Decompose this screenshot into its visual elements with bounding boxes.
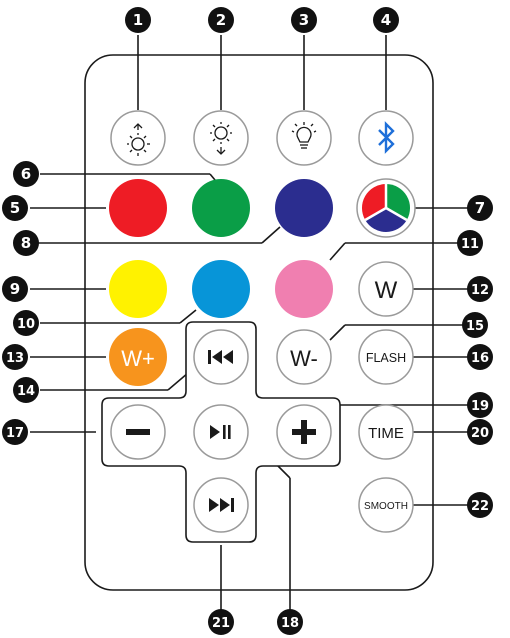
callout-label: 20 xyxy=(471,426,489,441)
callout-label: 14 xyxy=(17,384,35,399)
w-plus-label: W+ xyxy=(121,346,155,371)
callout-4: 4 xyxy=(373,7,399,33)
callout-label: 2 xyxy=(216,11,226,29)
play-pause-button[interactable] xyxy=(193,404,249,460)
red-button[interactable] xyxy=(109,179,167,237)
callout-label: 21 xyxy=(212,616,230,631)
callout-11: 11 xyxy=(457,230,483,256)
callout-label: 12 xyxy=(471,283,489,298)
callout-21: 21 xyxy=(208,609,234,635)
brightness-down-button[interactable] xyxy=(193,110,249,166)
rgb-cycle-button[interactable] xyxy=(356,178,416,238)
bluetooth-icon xyxy=(378,121,395,154)
time-label: TIME xyxy=(368,425,404,442)
callout-13: 13 xyxy=(2,344,28,370)
callout-label: 4 xyxy=(381,11,391,29)
callout-20: 20 xyxy=(467,419,493,445)
callout-label: 22 xyxy=(471,499,489,514)
bulb-button[interactable] xyxy=(276,110,332,166)
callout-19: 19 xyxy=(467,392,493,418)
callout-3: 3 xyxy=(291,7,317,33)
callout-label: 10 xyxy=(17,317,35,332)
callout-1: 1 xyxy=(125,7,151,33)
w-plus-button[interactable]: W+ xyxy=(109,328,167,386)
w-button[interactable]: W xyxy=(358,261,414,317)
yellow-button[interactable] xyxy=(109,260,167,318)
callout-5: 5 xyxy=(2,195,28,221)
callout-label: 13 xyxy=(6,351,24,366)
callout-8: 8 xyxy=(13,230,39,256)
w-label: W xyxy=(375,277,398,304)
flash-label: FLASH xyxy=(366,351,406,365)
smooth-label: SMOOTH xyxy=(364,501,408,512)
w-minus-button[interactable]: W- xyxy=(276,329,332,385)
callout-17: 17 xyxy=(2,419,28,445)
pink-button[interactable] xyxy=(275,260,333,318)
skip-back-icon xyxy=(208,350,233,364)
brightness-up-button[interactable] xyxy=(110,110,166,166)
callout-16: 16 xyxy=(467,344,493,370)
callout-22: 22 xyxy=(467,492,493,518)
callout-2: 2 xyxy=(208,7,234,33)
callout-label: 17 xyxy=(6,426,24,441)
callout-15: 15 xyxy=(462,312,488,338)
callout-7: 7 xyxy=(467,195,493,221)
bluetooth-button[interactable] xyxy=(358,110,414,166)
bulb-icon xyxy=(291,122,317,149)
callout-label: 18 xyxy=(281,616,299,631)
play-pause-icon xyxy=(210,425,231,439)
callout-label: 9 xyxy=(10,280,20,298)
green-button[interactable] xyxy=(192,179,250,237)
callout-label: 16 xyxy=(471,351,489,366)
callout-label: 19 xyxy=(471,399,489,414)
w-minus-label: W- xyxy=(290,346,318,371)
rgb-cycle-icon xyxy=(361,183,411,233)
callout-label: 8 xyxy=(21,234,31,252)
callout-12: 12 xyxy=(467,276,493,302)
time-button[interactable]: TIME xyxy=(358,404,414,460)
prev-button[interactable] xyxy=(193,329,249,385)
skip-forward-icon xyxy=(209,498,234,512)
callout-label: 5 xyxy=(10,199,20,217)
cyan-button[interactable] xyxy=(192,260,250,318)
callout-label: 7 xyxy=(475,199,485,217)
callout-label: 11 xyxy=(461,237,479,252)
callout-label: 15 xyxy=(466,319,484,334)
minus-button[interactable] xyxy=(110,404,166,460)
brightness-up-icon xyxy=(127,123,150,156)
next-button[interactable] xyxy=(193,477,249,533)
callout-label: 6 xyxy=(21,165,31,183)
brightness-down-icon xyxy=(210,122,232,155)
callout-9: 9 xyxy=(2,276,28,302)
callout-label: 1 xyxy=(133,11,143,29)
callout-label: 3 xyxy=(299,11,309,29)
flash-button[interactable]: FLASH xyxy=(358,329,414,385)
plus-icon xyxy=(292,420,316,444)
minus-icon xyxy=(126,429,150,435)
callout-14: 14 xyxy=(13,377,39,403)
callout-18: 18 xyxy=(277,609,303,635)
plus-button[interactable] xyxy=(276,404,332,460)
callout-6: 6 xyxy=(13,161,39,187)
smooth-button[interactable]: SMOOTH xyxy=(358,477,414,533)
blue-button[interactable] xyxy=(275,179,333,237)
callout-10: 10 xyxy=(13,310,39,336)
